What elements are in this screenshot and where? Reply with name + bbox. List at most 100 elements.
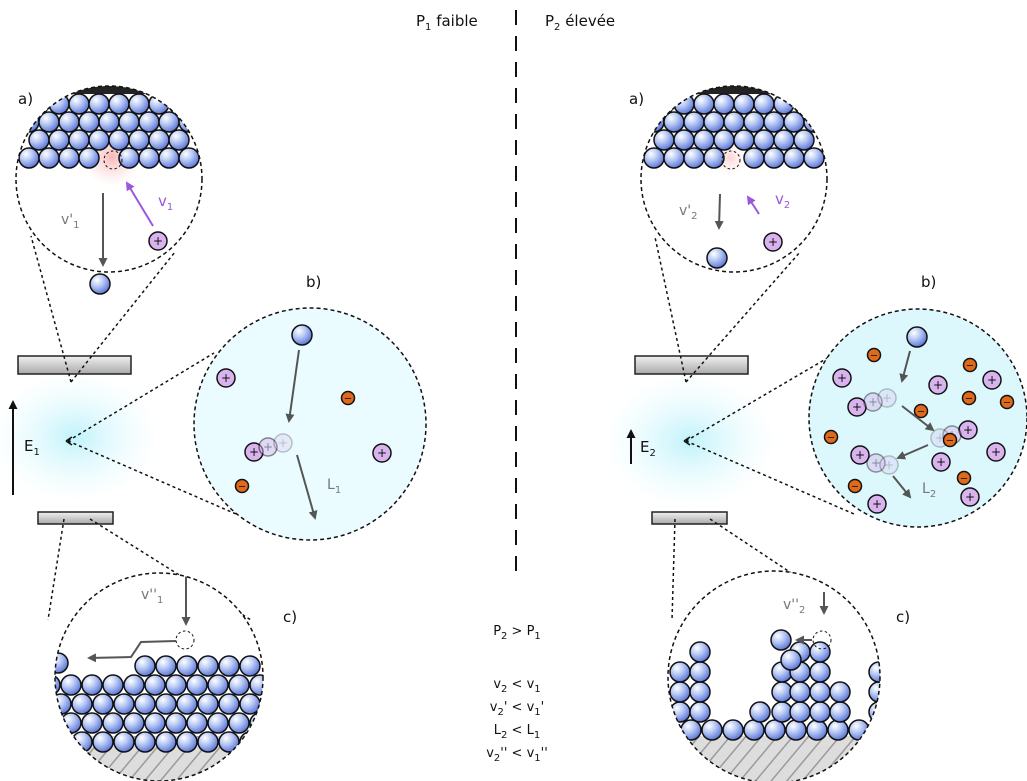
atom [669, 661, 691, 683]
atom [38, 111, 60, 133]
positive-ion: + [850, 445, 870, 465]
bottom-electrode-right [651, 511, 728, 525]
atom [78, 147, 100, 169]
atom [669, 701, 691, 723]
right-panel: E2 a) + v'2 v2 b) ++++++++++++++++−−−−− [602, 85, 1027, 781]
svg-text:+: + [837, 371, 847, 385]
atom [148, 93, 170, 115]
zoom-c-left [30, 573, 263, 781]
negative-ion: − [866, 347, 882, 363]
negative-ion: − [962, 357, 978, 373]
velocity-second-label-right: v''2 [783, 597, 805, 616]
atom [743, 111, 765, 133]
positive-ion: + [879, 455, 899, 475]
atom [102, 674, 124, 696]
atom [763, 111, 785, 133]
atom [653, 129, 675, 151]
svg-text:−: − [344, 394, 352, 405]
atom [249, 674, 263, 696]
atom [71, 731, 93, 753]
atom [703, 111, 725, 133]
svg-text:+: + [935, 431, 945, 445]
label-a-left: a) [18, 90, 33, 108]
atom [176, 731, 198, 753]
atom [78, 111, 100, 133]
zoom-c-right [668, 571, 880, 781]
field-label-right: E2 [640, 438, 656, 459]
negative-ion: − [942, 432, 958, 448]
velocity-prime-label-left: v'1 [61, 212, 80, 231]
atom [722, 719, 744, 741]
atom [239, 693, 261, 715]
atom [155, 731, 177, 753]
negative-ion: − [961, 390, 977, 406]
atom [207, 674, 229, 696]
positive-ion: + [960, 487, 980, 507]
atom [165, 674, 187, 696]
atom [773, 93, 795, 115]
svg-text:+: + [884, 458, 894, 472]
atom [186, 674, 208, 696]
svg-text:+: + [936, 455, 946, 469]
zoom-c-right-border [667, 570, 881, 781]
title-left: P1 faible [416, 12, 478, 33]
positive-ion: + [982, 370, 1002, 390]
atom [733, 93, 755, 115]
negative-ion: − [999, 394, 1015, 410]
atom [71, 693, 93, 715]
atom [829, 701, 851, 723]
svg-text:+: + [221, 371, 231, 385]
atom [144, 712, 166, 734]
label-c-left: c) [283, 608, 297, 626]
positive-ion: + [216, 368, 236, 388]
left-panel: E1 a) + v'1 v1 b) +++++−− [0, 85, 427, 781]
svg-text:+: + [153, 234, 163, 248]
atom [197, 655, 219, 677]
atom [134, 655, 156, 677]
atom [178, 147, 200, 169]
atom [48, 129, 70, 151]
atom [703, 147, 725, 169]
atom [809, 701, 831, 723]
atom [228, 674, 250, 696]
atom [30, 694, 50, 714]
atom [38, 147, 60, 169]
negative-ion: − [823, 429, 839, 445]
atom [108, 129, 130, 151]
velocity-prime-label-right: v'2 [679, 203, 698, 222]
atom [689, 701, 711, 723]
atom [829, 681, 851, 703]
negative-ion: − [340, 390, 356, 406]
positive-ion: + [986, 442, 1006, 462]
velocity-label-right: v2 [775, 190, 790, 211]
atom [827, 719, 849, 741]
atom [102, 712, 124, 734]
svg-text:−: − [960, 474, 968, 485]
atom [55, 674, 61, 696]
svg-text:−: − [917, 407, 925, 418]
atom [207, 712, 229, 734]
atom [168, 129, 190, 151]
atom [783, 147, 805, 169]
negative-ion: − [847, 478, 863, 494]
zoom-a-left-border [15, 85, 203, 273]
atom [753, 129, 775, 151]
svg-text:+: + [987, 373, 997, 387]
velocity-label-left: v1 [158, 192, 173, 213]
atom [58, 111, 80, 133]
atom [113, 731, 135, 753]
atom [218, 731, 240, 753]
svg-text:+: + [852, 400, 862, 414]
svg-text:−: − [966, 361, 974, 372]
atom [134, 731, 156, 753]
path-length-label-right: L2 [922, 481, 936, 500]
vacancy-a-left [103, 150, 123, 170]
atom [239, 655, 261, 677]
atom [186, 712, 208, 734]
atom [92, 693, 114, 715]
svg-text:−: − [238, 482, 246, 493]
atom [733, 129, 755, 151]
atom [773, 129, 795, 151]
path-length-label-left: L1 [327, 477, 341, 496]
